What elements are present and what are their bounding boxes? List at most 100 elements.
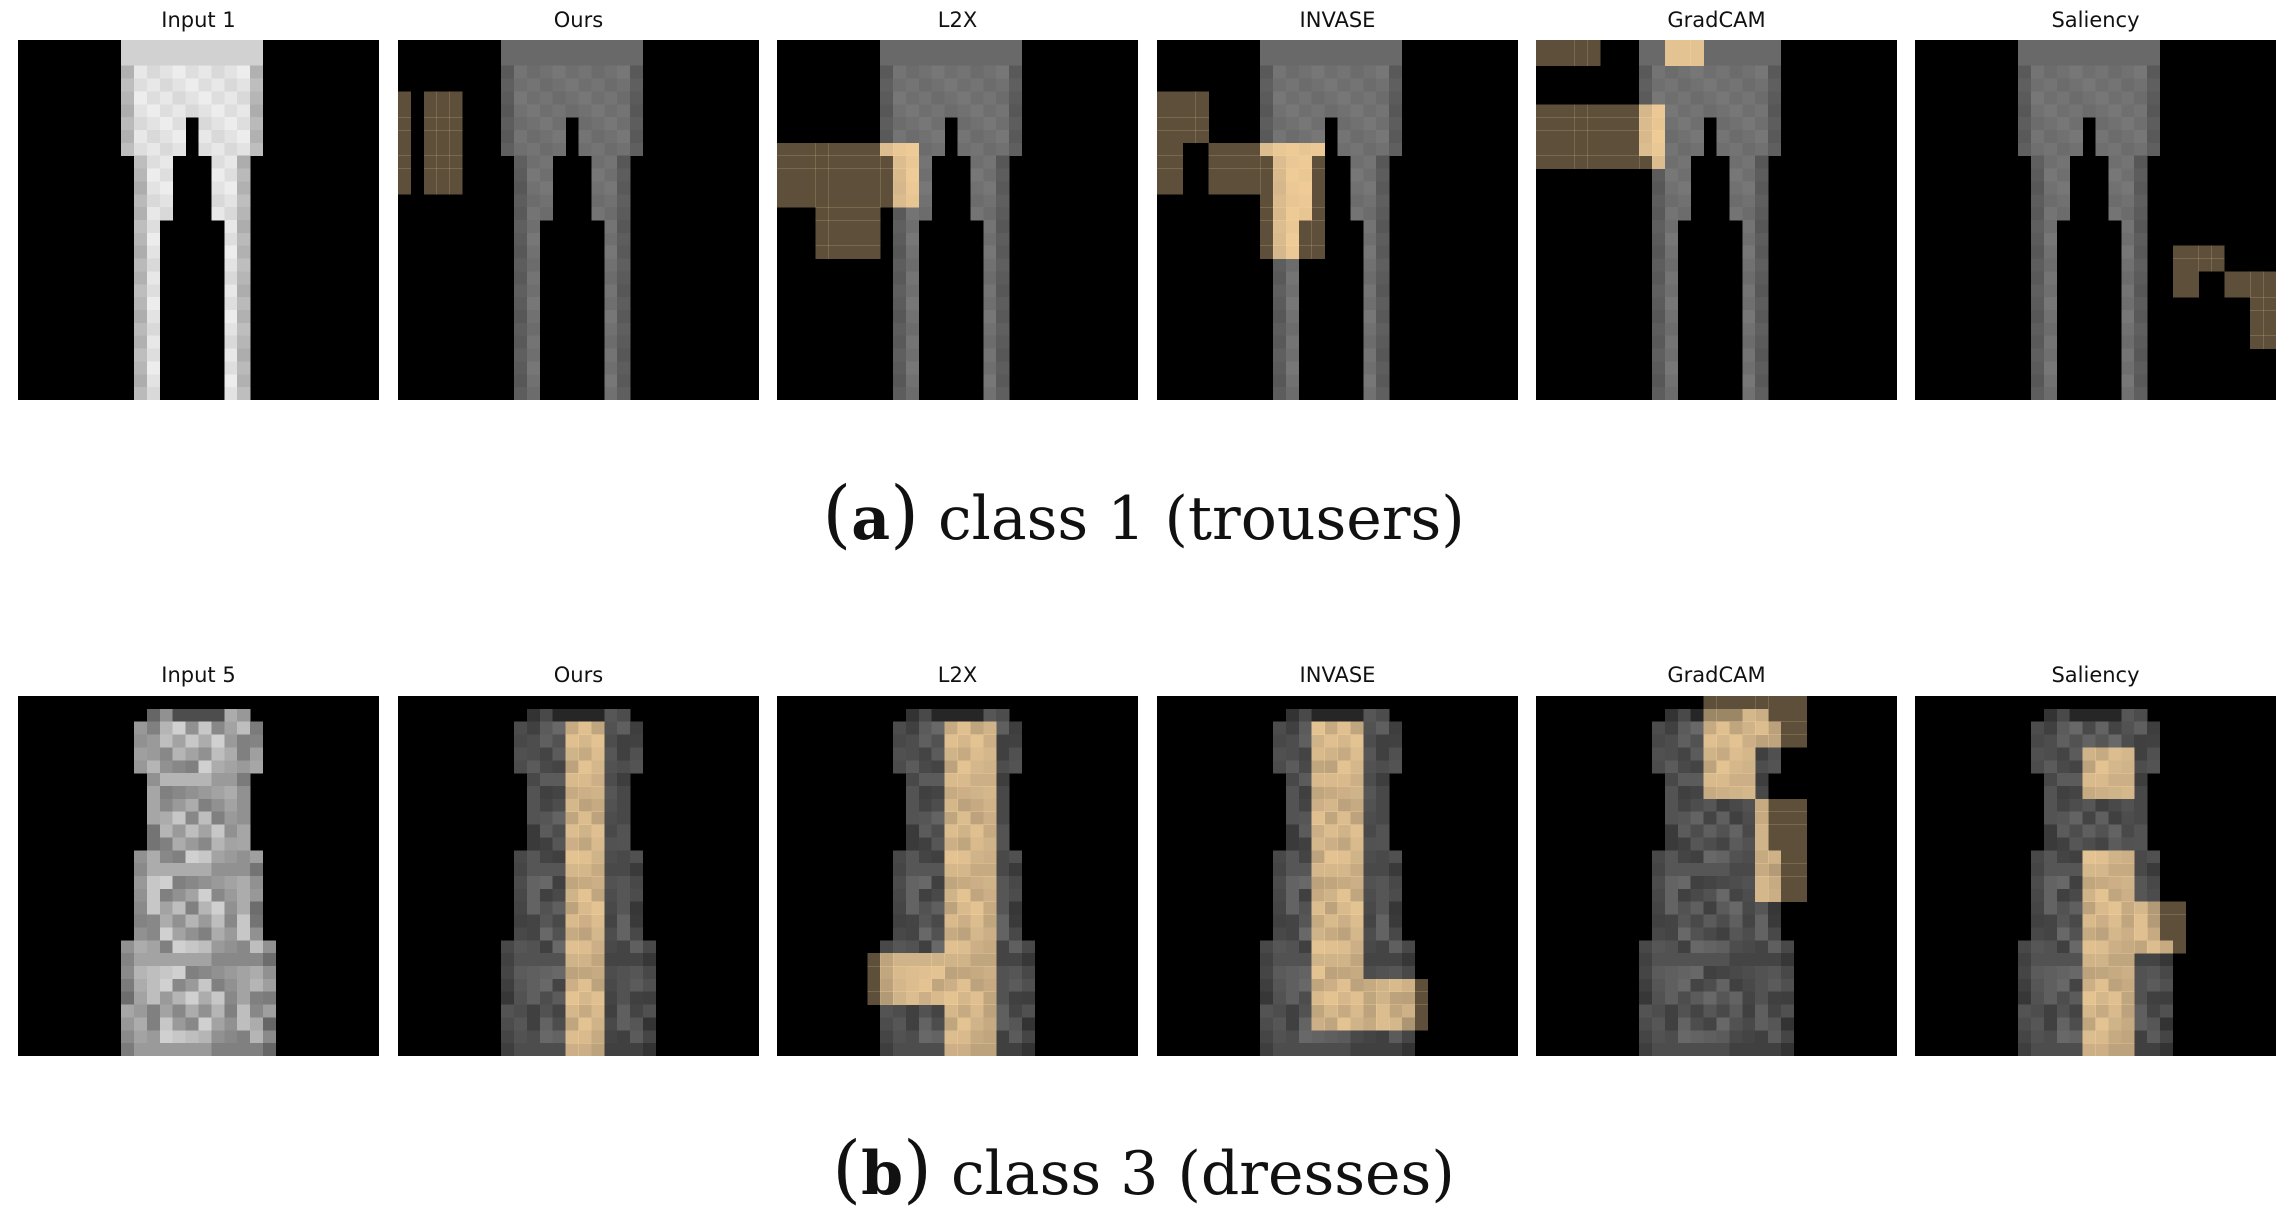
pixel — [185, 1030, 199, 1044]
pixel — [146, 927, 161, 941]
pixel — [198, 798, 212, 812]
pixel — [1273, 117, 1287, 131]
pixel — [1664, 966, 1679, 980]
pixel — [2069, 824, 2083, 838]
pixel — [146, 130, 161, 144]
pixel — [172, 721, 186, 735]
pixel — [1652, 876, 1666, 890]
pixel — [944, 708, 958, 722]
pixel — [893, 297, 907, 311]
pixel — [1260, 130, 1274, 144]
pixel — [2134, 91, 2148, 105]
mask-cell — [1613, 130, 1627, 144]
pixel — [2056, 1017, 2070, 1031]
mask-cell — [2121, 863, 2135, 877]
mask-cell — [2172, 271, 2187, 285]
pixel — [526, 876, 541, 890]
pixel — [2134, 786, 2148, 800]
pixel — [539, 978, 553, 992]
pixel — [237, 40, 251, 54]
pixel — [2082, 78, 2096, 92]
pixel — [172, 978, 186, 992]
pixel — [2018, 940, 2032, 954]
pixel — [893, 207, 907, 221]
pixel — [1652, 387, 1666, 400]
mask-cell — [893, 168, 907, 182]
pixel — [2134, 78, 2148, 92]
pixel — [1664, 387, 1679, 400]
pixel — [1311, 117, 1325, 131]
pixel — [1337, 117, 1351, 131]
mask-cell — [1350, 991, 1364, 1005]
mask-cell — [1376, 978, 1390, 992]
pixel — [552, 991, 566, 1005]
pixel — [983, 361, 997, 375]
mask-cell — [983, 914, 997, 928]
pixel — [2018, 966, 2032, 980]
pixel — [1273, 297, 1287, 311]
mask-cell — [2147, 927, 2161, 941]
pixel — [578, 52, 592, 66]
mask-cell — [1350, 773, 1364, 787]
mask-cell — [565, 734, 579, 748]
mask-cell — [2108, 927, 2122, 941]
mask-cell — [983, 940, 997, 954]
pixel — [211, 78, 225, 92]
mask-cell — [565, 1030, 579, 1044]
mask-cell — [2121, 876, 2135, 890]
mask-cell — [2082, 966, 2096, 980]
pixel — [1664, 927, 1679, 941]
pixel — [1652, 297, 1666, 311]
pixel — [905, 786, 920, 800]
pixel — [134, 747, 148, 761]
pixel — [501, 1043, 515, 1056]
mask-cell — [591, 914, 605, 928]
pixel — [198, 953, 212, 967]
pixel — [1273, 65, 1287, 79]
pixel — [159, 901, 173, 915]
pixel — [1324, 708, 1338, 722]
mask-cell — [2108, 901, 2122, 915]
mask-cell — [1690, 52, 1704, 66]
pixel — [1716, 104, 1730, 118]
pixel — [2147, 721, 2161, 735]
pixel — [1703, 40, 1717, 54]
mask-cell — [1548, 130, 1563, 144]
pixel — [918, 130, 932, 144]
pixel — [501, 991, 515, 1005]
mask-cell — [1311, 1017, 1325, 1031]
mask-cell — [1626, 117, 1640, 131]
pixel — [211, 117, 225, 131]
pixel — [1755, 914, 1769, 928]
mask-cell — [970, 876, 984, 890]
pixel — [931, 760, 945, 774]
pixel — [931, 927, 945, 941]
pixel — [931, 786, 945, 800]
mask-cell — [2198, 245, 2212, 259]
mask-cell — [1350, 850, 1364, 864]
pixel — [159, 104, 173, 118]
pixel — [2134, 181, 2148, 195]
mask-cell — [1793, 811, 1808, 825]
pixel — [1298, 747, 1312, 761]
panel-title-a-0: Input 1 — [161, 8, 236, 32]
pixel — [617, 220, 631, 234]
mask-cell — [1768, 708, 1782, 722]
pixel — [514, 322, 528, 336]
mask-cell — [944, 811, 958, 825]
pixel — [2134, 387, 2148, 400]
pixel — [211, 91, 225, 105]
pixel — [539, 168, 553, 182]
mask-cell — [2121, 1030, 2135, 1044]
mask-cell — [2185, 284, 2199, 298]
mask-cell — [1337, 940, 1351, 954]
mask-cell — [1574, 52, 1588, 66]
pixel — [172, 91, 186, 105]
pixel — [237, 52, 251, 66]
pixel — [224, 310, 238, 324]
pixel — [944, 104, 958, 118]
pixel — [250, 966, 264, 980]
pixel — [2043, 52, 2058, 66]
pixel — [1768, 142, 1782, 156]
mask-cell — [1350, 978, 1364, 992]
